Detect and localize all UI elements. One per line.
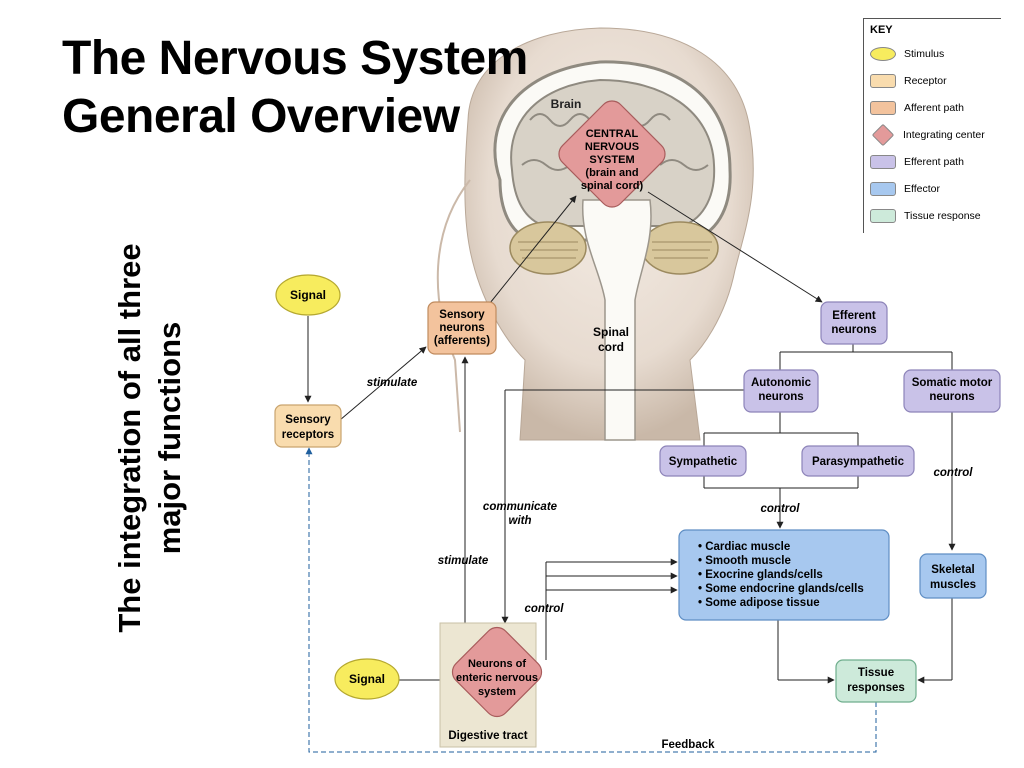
effector-item-2: • Smooth muscle — [698, 555, 791, 567]
sensory-neurons: Sensory neurons (afferents) — [427, 301, 497, 355]
communicate-label-1: communicate — [483, 501, 558, 513]
control-label-middle: control — [761, 503, 801, 515]
autonomic-neurons-line-2: neurons — [758, 391, 803, 403]
signal-top-label: Signal — [290, 288, 326, 302]
communicate-label-2: with — [509, 515, 532, 527]
enteric-line-1: Neurons of — [468, 658, 526, 670]
sympathetic: Sympathetic — [659, 445, 747, 477]
page-title: The Nervous System General Overview — [62, 30, 528, 146]
legend-swatch-receptor — [870, 74, 896, 88]
sensory-receptors-line-1: Sensory — [285, 414, 331, 426]
legend-key: KEY Stimulus Receptor Afferent path Inte… — [863, 18, 1001, 233]
legend-swatch-efferent — [870, 155, 896, 169]
effector-list: • Cardiac muscle • Smooth muscle • Exocr… — [678, 529, 890, 621]
legend-item-tissue-response: Tissue response — [870, 207, 981, 225]
sensory-neurons-line-2: neurons — [439, 322, 484, 334]
signal-stimulus-top: Signal — [275, 274, 341, 316]
somatic-motor-line-1: Somatic motor — [912, 377, 993, 389]
legend-swatch-stimulus — [870, 47, 896, 61]
efferent-neurons-line-1: Efferent — [832, 310, 876, 322]
spinal-cord-label-2: cord — [598, 340, 624, 354]
legend-label-afferent: Afferent path — [904, 102, 964, 114]
legend-item-integrating: Integrating center — [870, 123, 985, 147]
legend-swatch-integrating — [871, 123, 895, 147]
legend-item-efferent: Efferent path — [870, 153, 964, 171]
parasympathetic: Parasympathetic — [801, 445, 915, 477]
cns-line-5: spinal cord) — [581, 180, 644, 192]
sensory-receptors-line-2: receptors — [282, 429, 334, 441]
sensory-receptors: Sensory receptors — [274, 404, 342, 448]
control-label-right: control — [934, 467, 974, 479]
legend-label-stimulus: Stimulus — [904, 48, 945, 60]
connection-lines — [304, 191, 956, 753]
control-label-enteric: control — [525, 603, 565, 615]
legend-label-integrating: Integrating center — [903, 129, 985, 141]
somatic-motor-line-2: neurons — [929, 391, 974, 403]
enteric-line-3: system — [478, 686, 516, 698]
legend-swatch-afferent — [870, 101, 896, 115]
head-illustration — [436, 27, 754, 441]
legend-item-effector: Effector — [870, 180, 940, 198]
cns-integrating-center: CENTRAL NERVOUS SYSTEM (brain and spinal… — [558, 100, 666, 208]
skeletal-muscles: Skeletal muscles — [919, 553, 987, 599]
brain-label: Brain — [551, 97, 582, 111]
cns-line-1: CENTRAL — [586, 128, 639, 140]
somatic-motor-neurons: Somatic motor neurons — [903, 369, 1001, 413]
spinal-cord-label-1: Spinal — [593, 325, 629, 339]
skeletal-muscles-line-1: Skeletal — [931, 564, 974, 576]
stimulate-label-bottom: stimulate — [438, 555, 489, 567]
legend-title: KEY — [870, 24, 893, 36]
skeletal-muscles-line-2: muscles — [930, 579, 976, 591]
legend-item-receptor: Receptor — [870, 72, 947, 90]
stimulate-label-left: stimulate — [367, 377, 418, 389]
legend-item-afferent: Afferent path — [870, 99, 964, 117]
tissue-responses-line-1: Tissue — [858, 667, 894, 679]
legend-label-efferent: Efferent path — [904, 156, 964, 168]
legend-swatch-effector — [870, 182, 896, 196]
legend-item-stimulus: Stimulus — [870, 45, 944, 63]
digestive-tract-label: Digestive tract — [448, 730, 527, 742]
legend-label-receptor: Receptor — [904, 75, 947, 87]
parasympathetic-label: Parasympathetic — [812, 456, 905, 468]
effector-item-1: • Cardiac muscle — [698, 541, 790, 553]
enteric-nervous-system: Neurons of enteric nervous system — [451, 626, 543, 718]
efferent-neurons-line-2: neurons — [831, 324, 876, 336]
title-line-1: The Nervous System — [62, 32, 528, 85]
tissue-responses: Tissue responses — [835, 659, 917, 703]
autonomic-neurons-line-1: Autonomic — [751, 377, 812, 389]
enteric-line-2: enteric nervous — [456, 672, 538, 684]
efferent-neurons: Efferent neurons — [820, 301, 888, 345]
cns-line-4: (brain and — [585, 167, 638, 179]
tissue-responses-line-2: responses — [847, 682, 905, 694]
sympathetic-label: Sympathetic — [669, 456, 738, 468]
title-line-2: General Overview — [62, 90, 460, 143]
feedback-label: Feedback — [661, 739, 715, 751]
effector-item-4: • Some endocrine glands/cells — [698, 583, 864, 595]
signal-bottom-label: Signal — [349, 672, 385, 686]
cns-line-3: SYSTEM — [589, 154, 634, 166]
legend-label-effector: Effector — [904, 183, 940, 195]
legend-label-tissue-response: Tissue response — [904, 210, 981, 222]
sensory-neurons-line-1: Sensory — [439, 309, 485, 321]
sensory-neurons-line-3: (afferents) — [434, 335, 490, 347]
legend-swatch-tissue-response — [870, 209, 896, 223]
effector-item-5: • Some adipose tissue — [698, 597, 820, 609]
signal-stimulus-bottom: Signal — [334, 658, 400, 700]
cns-line-2: NERVOUS — [585, 141, 639, 153]
autonomic-neurons: Autonomic neurons — [743, 369, 819, 413]
effector-item-3: • Exocrine glands/cells — [698, 569, 823, 581]
